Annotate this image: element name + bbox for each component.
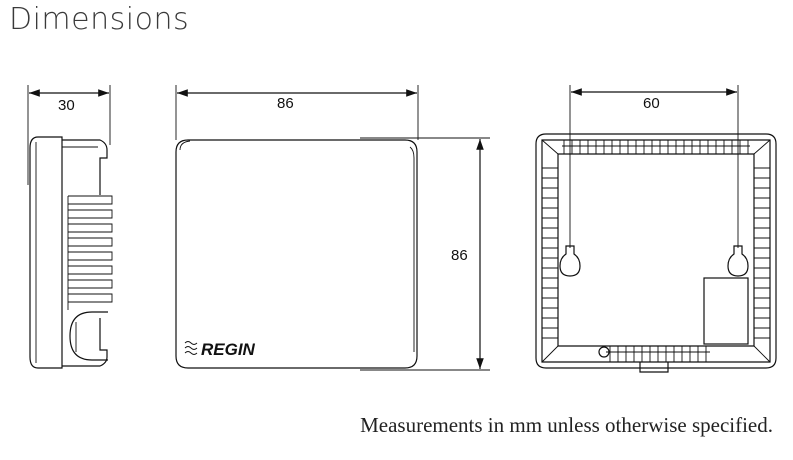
width-dimension: 86 — [175, 85, 419, 140]
height-dimension: 86 — [360, 137, 490, 371]
width-label: 86 — [277, 95, 294, 112]
left-ribs — [542, 167, 558, 339]
keyhole-left — [559, 245, 581, 277]
brand-logo: REGIN — [201, 340, 256, 359]
terminal-block — [703, 277, 749, 345]
front-view: 86 86 REGIN — [175, 85, 490, 371]
right-ribs — [754, 167, 770, 339]
top-ribs — [562, 140, 750, 154]
height-label: 86 — [451, 247, 468, 264]
measurement-note: Measurements in mm unless otherwise spec… — [360, 413, 773, 437]
depth-dimension: 30 — [27, 85, 111, 185]
depth-label: 30 — [58, 97, 75, 114]
page-title: Dimensions — [9, 2, 190, 37]
regin-wave-icon — [184, 341, 198, 355]
bottom-ribs — [606, 346, 710, 362]
back-view: 60 — [535, 85, 777, 373]
screw-hole — [598, 346, 610, 358]
side-view: 30 — [27, 85, 113, 369]
hole-spacing-label: 60 — [643, 95, 660, 112]
keyhole-right — [727, 245, 749, 277]
hole-spacing-dimension: 60 — [569, 85, 739, 248]
